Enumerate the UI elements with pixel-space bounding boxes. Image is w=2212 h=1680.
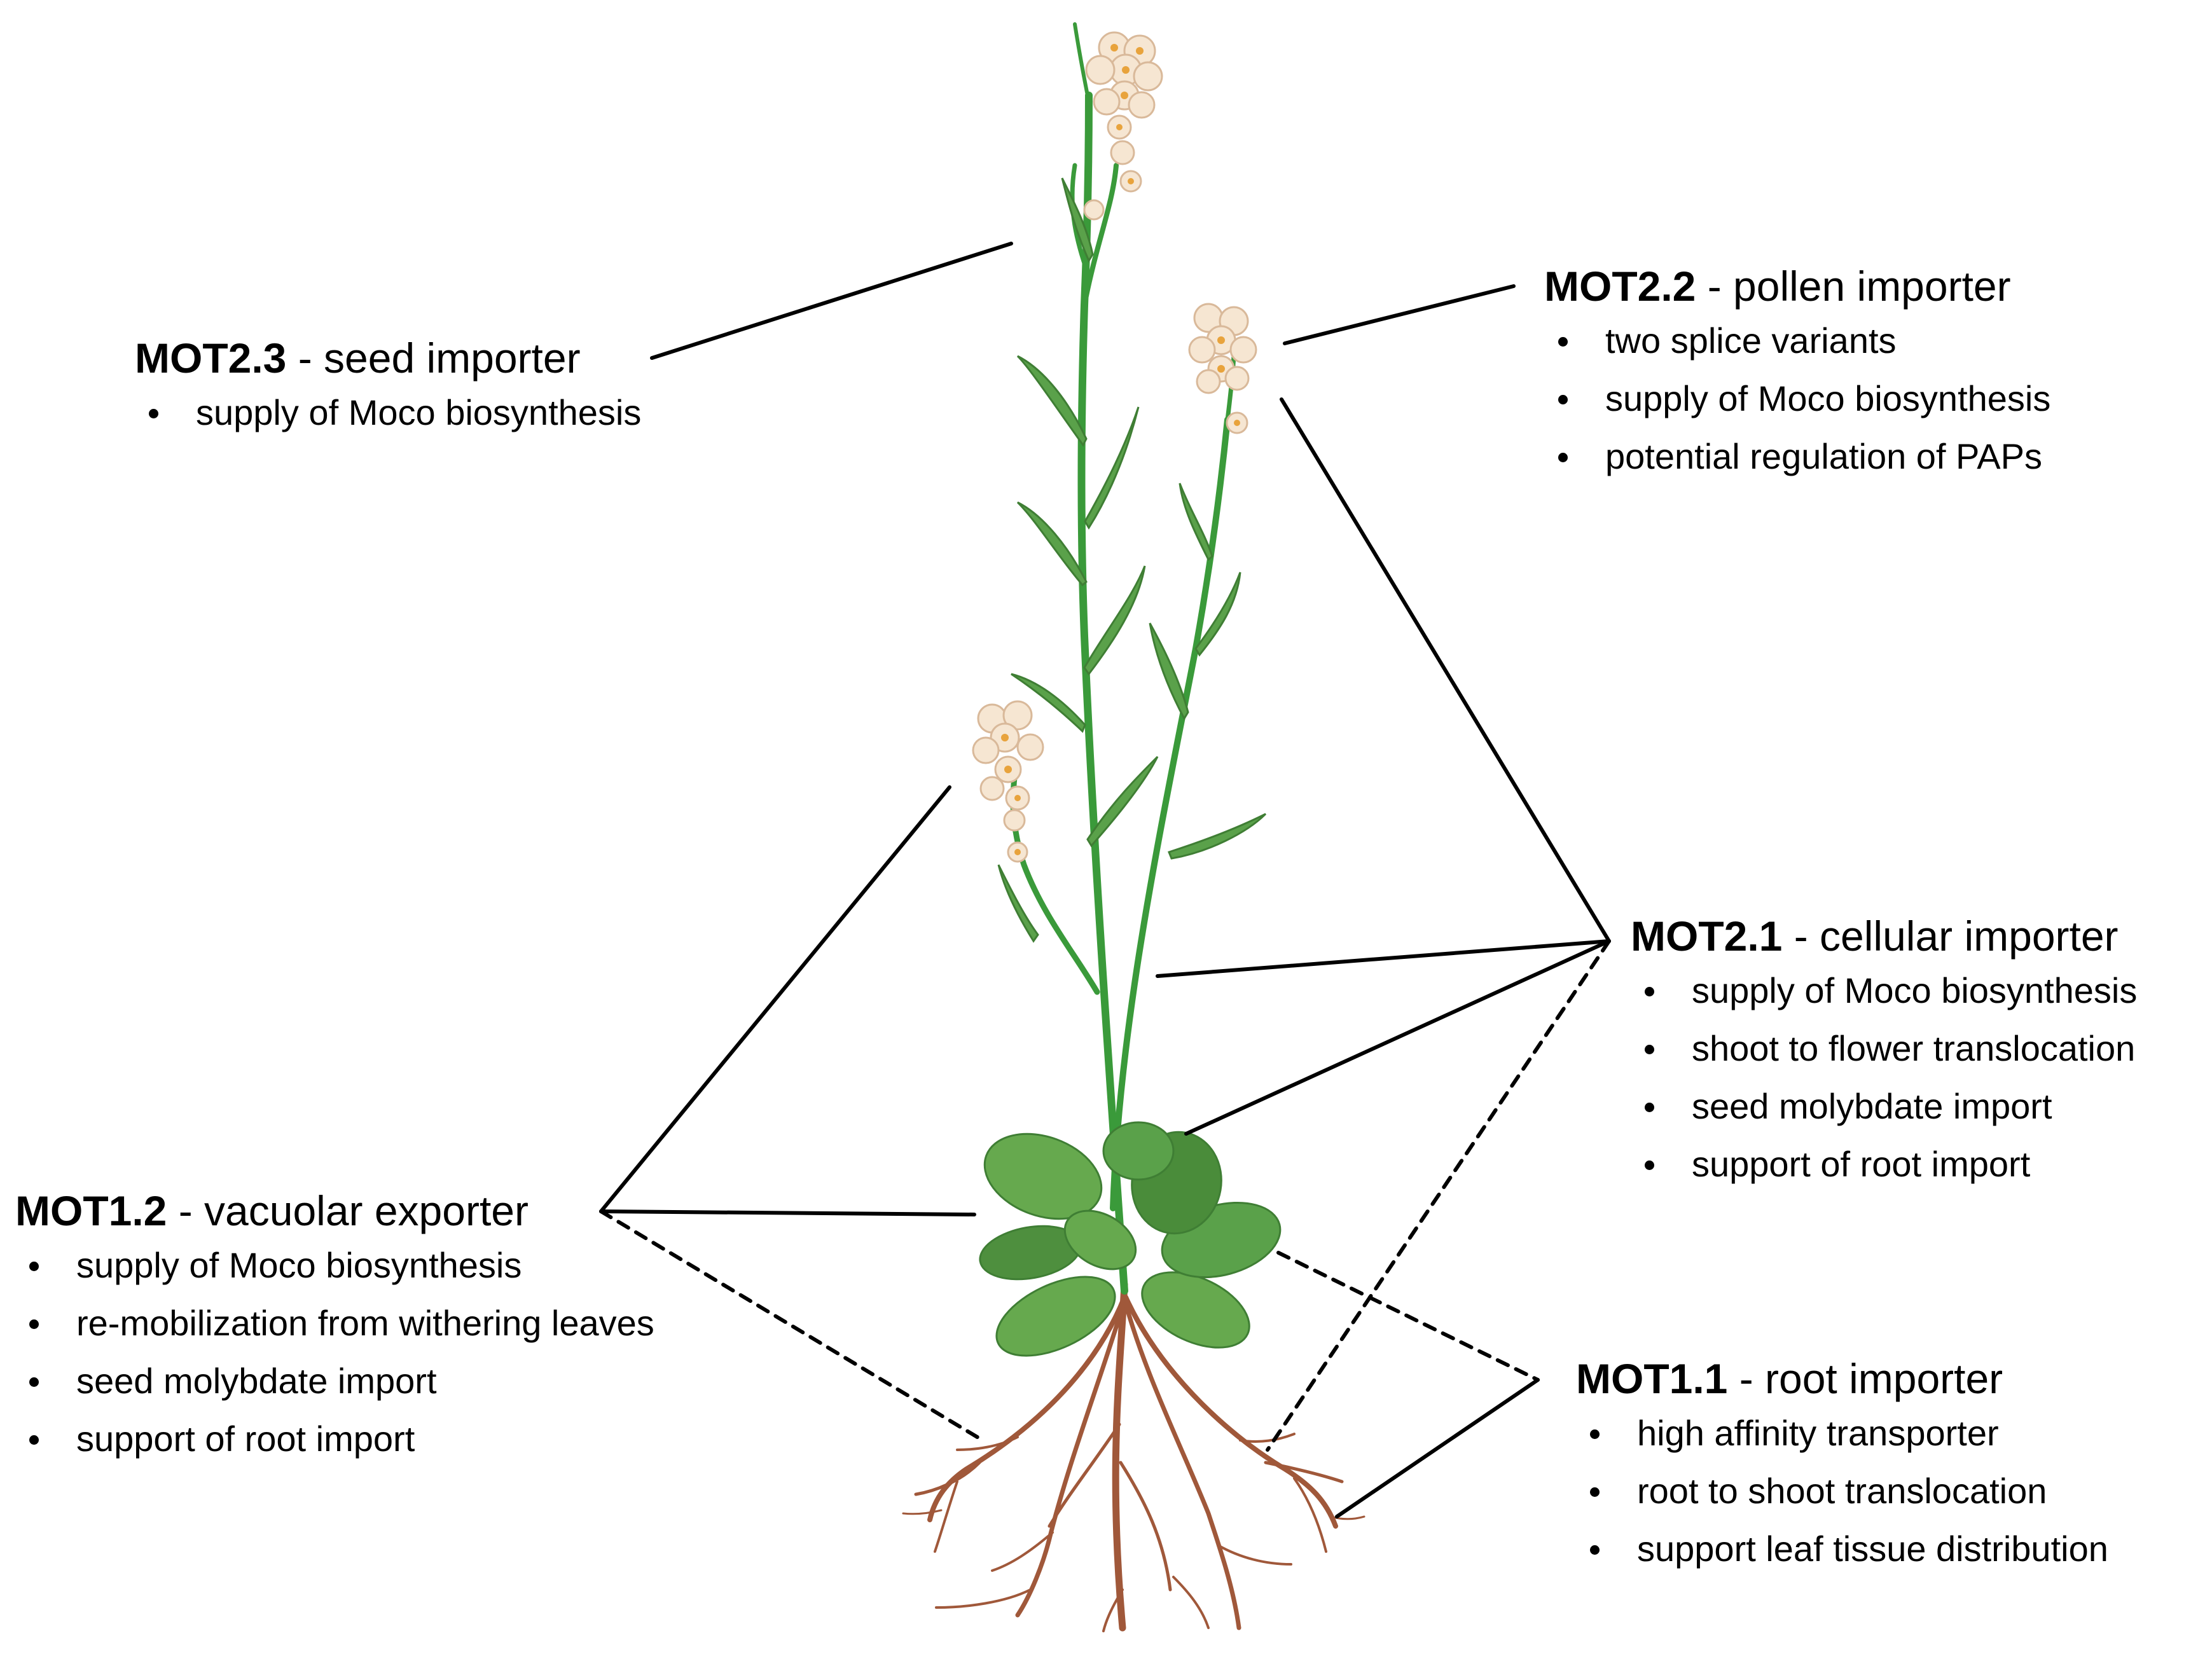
mot23-name: MOT2.3 — [135, 334, 287, 382]
mot12-bullet: re-mobilization from withering leaves — [15, 1294, 654, 1352]
mot23-bullet: supply of Moco biosynthesis — [135, 383, 641, 441]
mot22-label: MOT2.2 - pollen importer two splice vari… — [1544, 261, 2050, 485]
mot11-bullet-list: high affinity transporter root to shoot … — [1576, 1404, 2108, 1578]
mot12-role: - vacuolar exporter — [167, 1187, 529, 1234]
mot11-bullet: root to shoot translocation — [1576, 1462, 2108, 1520]
mot12-label: MOT1.2 - vacuolar exporter supply of Moc… — [15, 1185, 654, 1468]
mot21-bullet: seed molybdate import — [1631, 1077, 2137, 1135]
mot12-bullet: seed molybdate import — [15, 1352, 654, 1410]
mot22-bullet: supply of Moco biosynthesis — [1544, 369, 2050, 427]
mot22-role: - pollen importer — [1696, 263, 2011, 310]
mot11-name: MOT1.1 — [1576, 1355, 1728, 1402]
cauline-leaves — [997, 177, 1267, 943]
mot12-bullet-list: supply of Moco biosynthesis re-mobilizat… — [15, 1236, 654, 1468]
mot12-connector-rosette — [599, 1209, 976, 1216]
mot21-bullet: supply of Moco biosynthesis — [1631, 961, 2137, 1019]
flower-centers — [1001, 44, 1240, 855]
mot22-bullet-list: two splice variants supply of Moco biosy… — [1544, 312, 2050, 485]
mot11-connector-root — [1335, 1378, 1540, 1518]
mot12-connector-flower — [599, 785, 951, 1213]
mot21-connector-root — [1266, 939, 1611, 1452]
mot11-bullet: support leaf tissue distribution — [1576, 1520, 2108, 1578]
mot22-heading: MOT2.2 - pollen importer — [1544, 261, 2050, 312]
mot23-role: - seed importer — [286, 334, 581, 382]
rosette-leaves — [979, 1121, 1282, 1357]
mot23-bullet-list: supply of Moco biosynthesis — [135, 383, 641, 441]
mot22-name: MOT2.2 — [1544, 263, 1696, 310]
lower-flower-cluster — [972, 700, 1044, 863]
mot11-role: - root importer — [1727, 1355, 2003, 1402]
mot21-name: MOT2.1 — [1631, 912, 1783, 960]
arabidopsis-plant-icon — [902, 22, 1365, 1632]
mot21-role: - cellular importer — [1782, 912, 2119, 960]
mot21-bullet: shoot to flower translocation — [1631, 1019, 2137, 1077]
mot11-label: MOT1.1 - root importer high affinity tra… — [1576, 1353, 2108, 1578]
mot23-heading: MOT2.3 - seed importer — [135, 333, 641, 383]
mot12-heading: MOT1.2 - vacuolar exporter — [15, 1185, 654, 1236]
mot22-bullet: potential regulation of PAPs — [1544, 427, 2050, 485]
mot21-heading: MOT2.1 - cellular importer — [1631, 911, 2137, 961]
stems — [1010, 22, 1236, 1295]
mot23-connector — [650, 242, 1013, 360]
mot22-bullet: two splice variants — [1544, 312, 2050, 369]
mot21-bullet-list: supply of Moco biosynthesis shoot to flo… — [1631, 961, 2137, 1193]
mot23-label: MOT2.3 - seed importer supply of Moco bi… — [135, 333, 641, 441]
flower-clusters — [972, 31, 1257, 863]
mot12-name: MOT1.2 — [15, 1187, 167, 1234]
mot11-bullet: high affinity transporter — [1576, 1404, 2108, 1462]
mot22-connector — [1283, 284, 1516, 345]
top-flower-cluster — [1083, 31, 1163, 221]
mot12-bullet: support of root import — [15, 1410, 654, 1468]
root-system — [902, 1281, 1365, 1632]
mot21-bullet: support of root import — [1631, 1135, 2137, 1193]
mot12-bullet: supply of Moco biosynthesis — [15, 1236, 654, 1294]
mot11-heading: MOT1.1 - root importer — [1576, 1353, 2108, 1404]
mot21-connector-stem — [1156, 939, 1611, 978]
mot21-connector-flower — [1280, 397, 1611, 943]
mot11-connector-rosette — [1276, 1251, 1540, 1382]
right-flower-cluster — [1188, 303, 1257, 434]
mot12-connector-root — [599, 1209, 985, 1442]
mot21-label: MOT2.1 - cellular importer supply of Moc… — [1631, 911, 2137, 1193]
mot21-connector-leaf — [1184, 939, 1611, 1136]
connector-lines — [599, 242, 1611, 1518]
